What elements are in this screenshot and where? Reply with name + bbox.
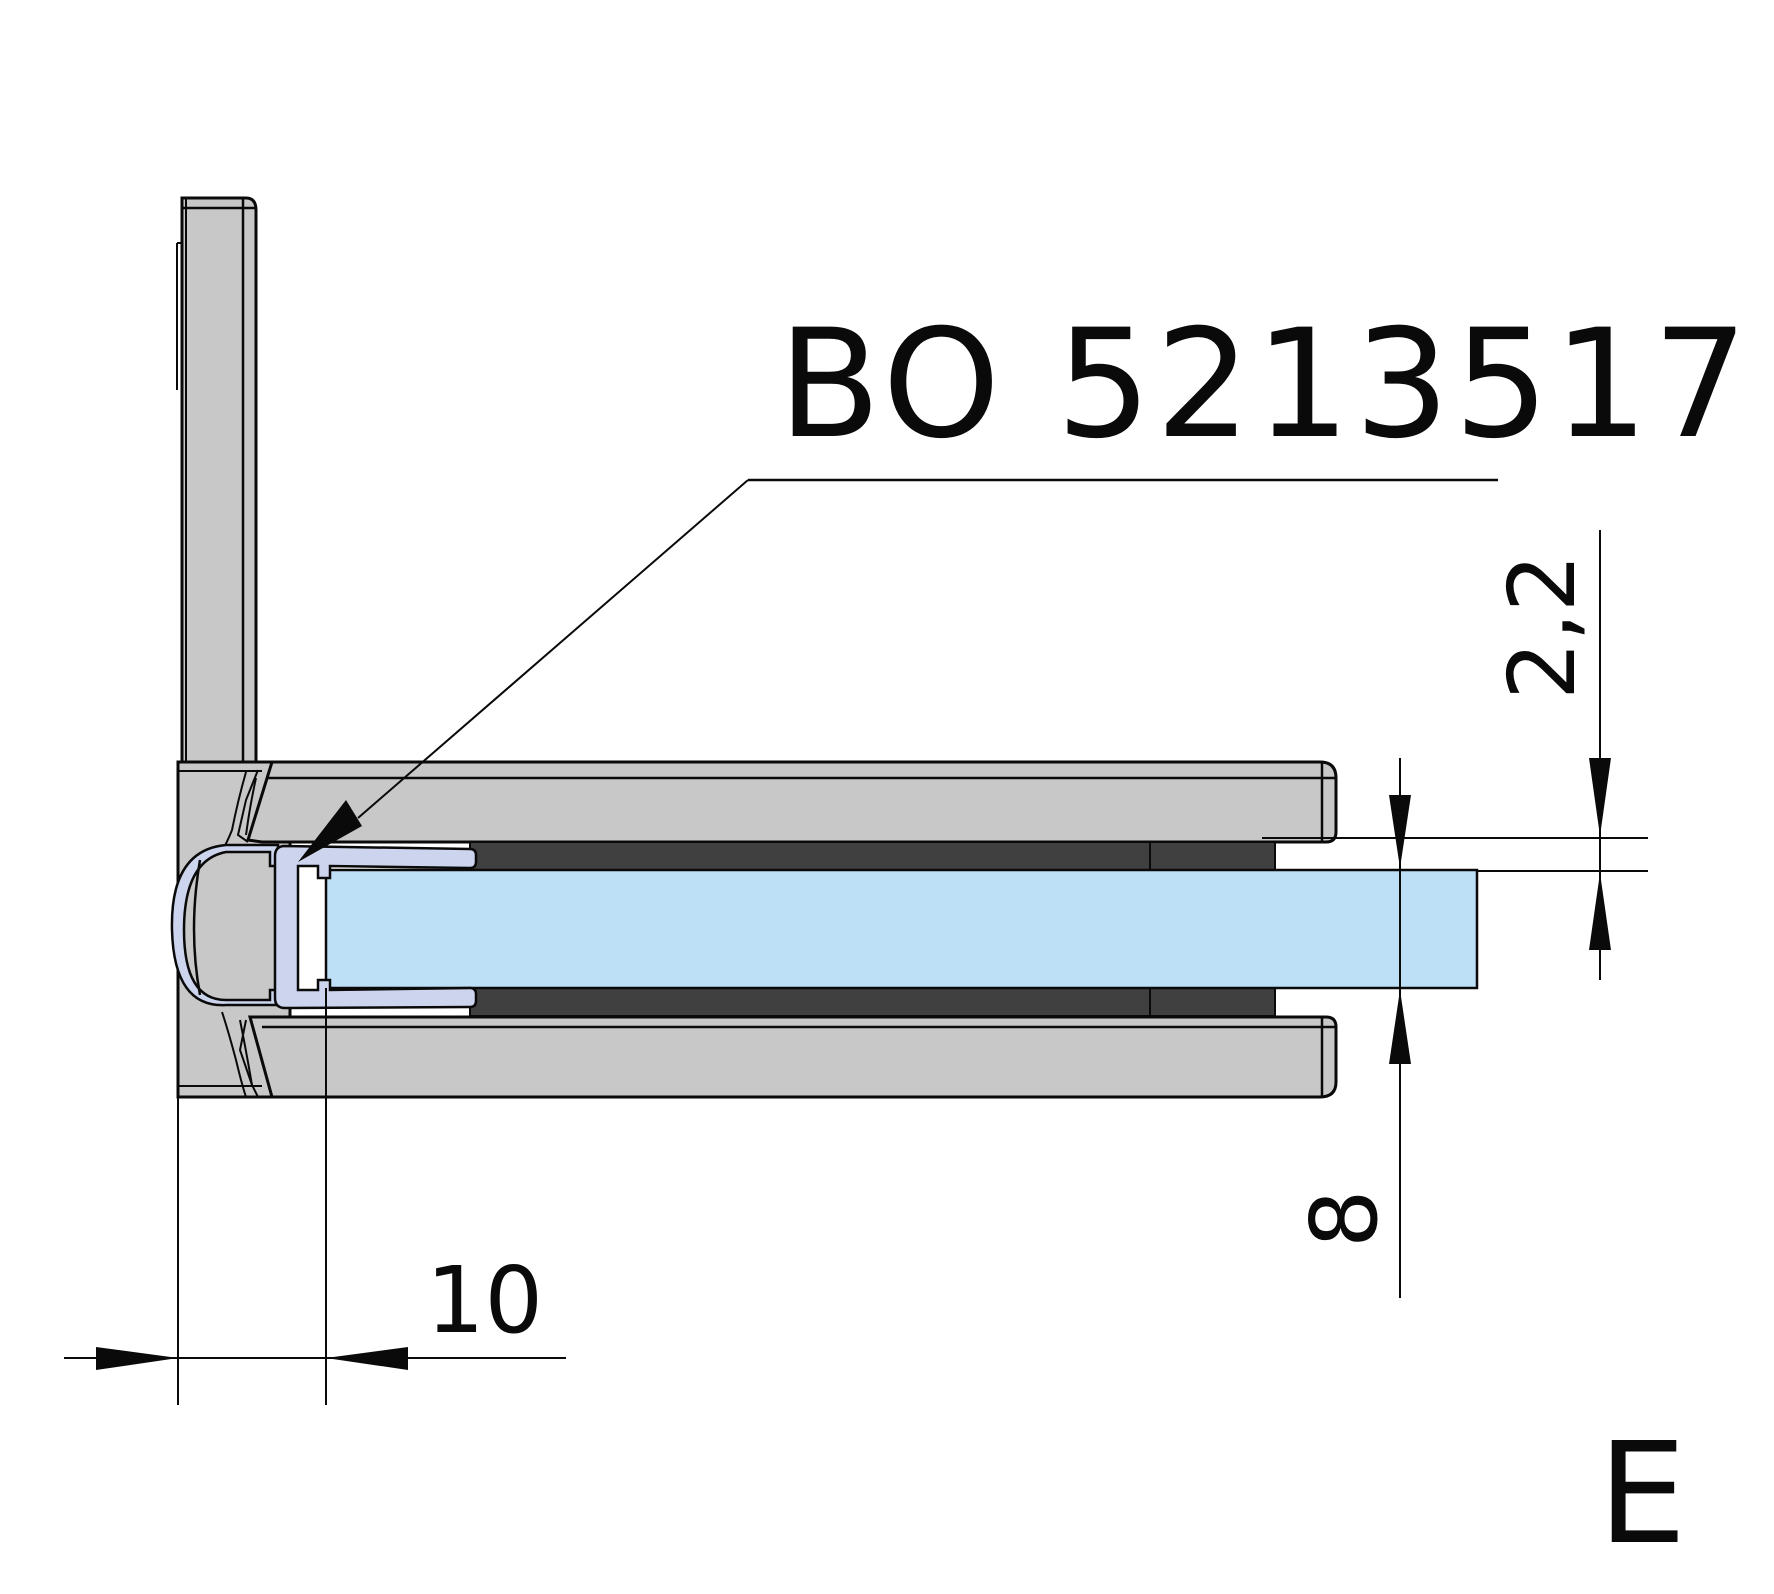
dimension-gap-value: 2,2 [1489,554,1596,700]
leader-line [298,478,1498,862]
upper-clamp-bar [236,760,1338,844]
dimension-seal-offset [64,988,566,1405]
rubber-pads [469,841,1276,1017]
lower-clamp-bar [238,1015,1338,1099]
dimension-gap [1262,530,1648,980]
leader-arrow-icon [298,800,362,862]
dimension-seal-offset-value: 10 [426,1247,543,1354]
seal-profile [170,843,478,1010]
glass-panel [324,868,1479,990]
vertical-plate [176,196,258,764]
dimension-glass-thickness-value: 8 [1291,1189,1398,1248]
view-letter: E [1598,1413,1686,1576]
dimension-glass-thickness [1389,758,1411,1298]
part-number-label: BO 5213517 [778,298,1752,472]
